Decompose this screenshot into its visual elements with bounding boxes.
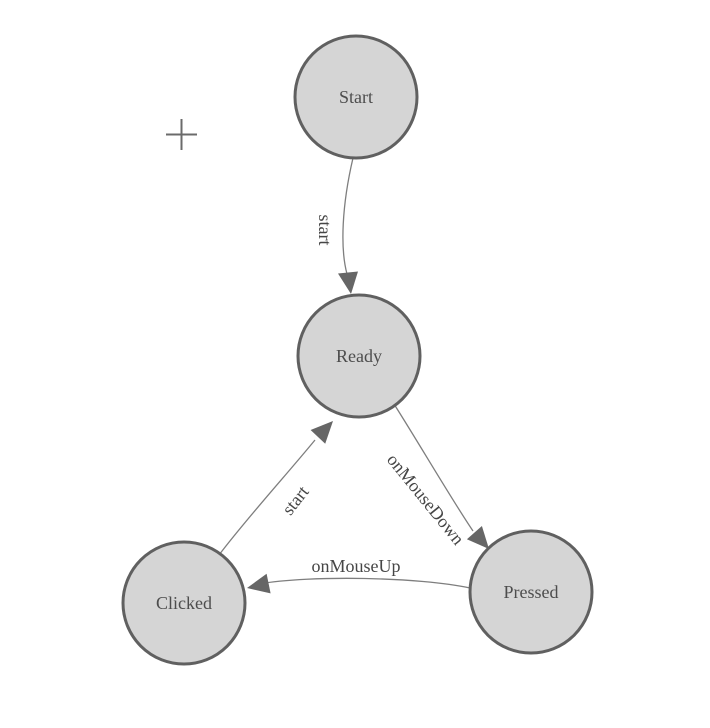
edge-clicked-to-ready: start [218,421,333,556]
node-circle[interactable] [121,540,247,666]
edge-pressed-to-clicked: onMouseUp [247,556,471,594]
edge-label: onMouseUp [312,556,401,576]
arrowhead-icon [338,271,358,294]
node-circle[interactable] [293,34,419,160]
edge-path[interactable] [342,157,354,275]
arrowhead-icon [466,526,489,549]
edge-path[interactable] [258,577,471,589]
node-start[interactable]: Start [293,34,419,160]
node-clicked[interactable]: Clicked [121,540,247,666]
edge-path[interactable] [218,439,316,556]
edge-label: onMouseDown [383,450,468,549]
arrowhead-icon [247,573,271,594]
node-label: Clicked [156,593,212,613]
plus-icon[interactable] [166,119,197,150]
edge-label: start [278,482,313,519]
node-ready[interactable]: Ready [296,293,422,419]
node-label: Pressed [504,582,559,602]
edge-path[interactable] [393,403,474,532]
edge-start-to-ready: start [315,157,358,294]
arrowhead-icon [310,421,333,444]
node-pressed[interactable]: Pressed [468,529,594,655]
edge-label: start [315,215,335,246]
edge-ready-to-pressed: onMouseDown [383,403,489,549]
node-circle[interactable] [296,293,422,419]
node-circle[interactable] [468,529,594,655]
node-label: Start [339,87,373,107]
node-label: Ready [336,346,382,366]
